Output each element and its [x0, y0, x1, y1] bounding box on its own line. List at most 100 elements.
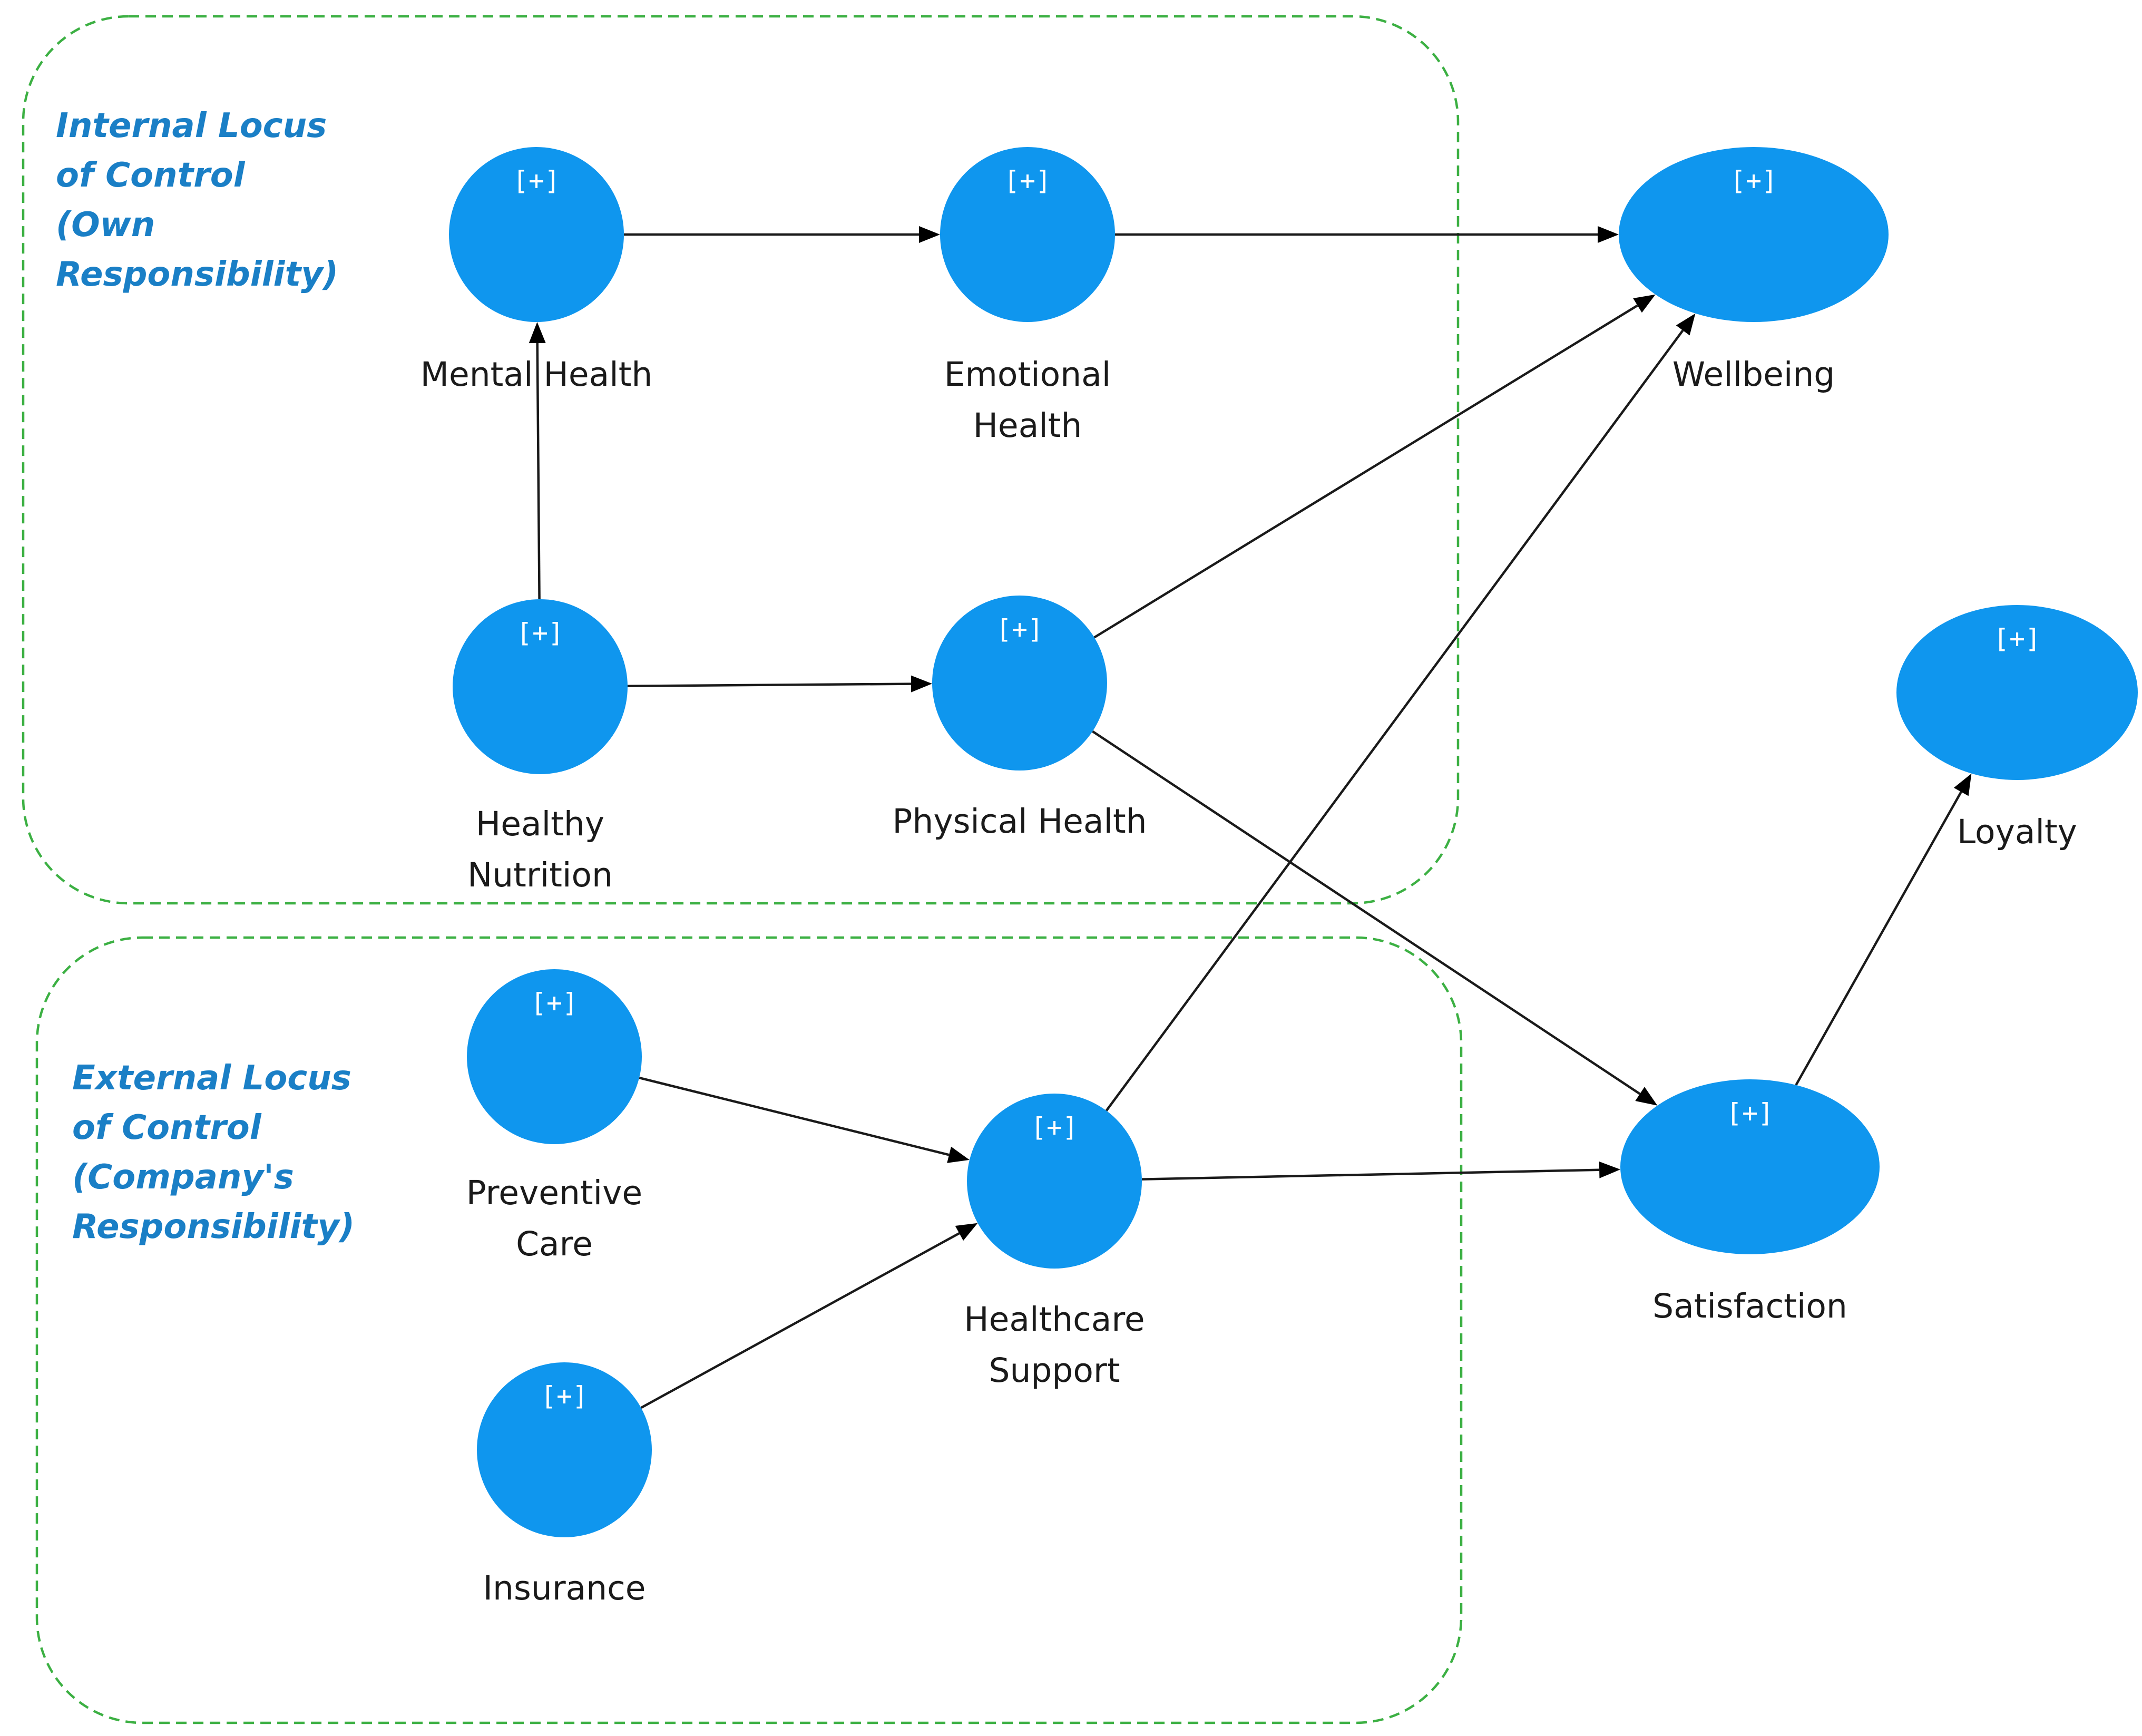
arrowhead-icon: [1635, 1087, 1658, 1106]
node-label-line: Healthcare: [964, 1300, 1145, 1339]
arrowhead-icon: [1633, 294, 1656, 313]
path-nutrition-to-physical[interactable]: [627, 675, 932, 693]
path-emotional-to-wellbeing[interactable]: [1115, 226, 1619, 243]
latent-variable-shape[interactable]: [1620, 1079, 1880, 1254]
expand-toggle-icon[interactable]: [+]: [1004, 165, 1051, 196]
latent-variable-shape[interactable]: [1619, 147, 1889, 322]
path-healthcare-to-satisfaction[interactable]: [1141, 1161, 1621, 1181]
path-physical-to-wellbeing[interactable]: [1093, 294, 1656, 639]
path-line[interactable]: [1092, 730, 1641, 1095]
latent-variable-shape[interactable]: [940, 147, 1115, 322]
region-external-border: [35, 936, 1463, 1724]
arrowhead-icon: [1598, 226, 1619, 243]
node-label: Mental Health: [420, 355, 653, 394]
latent-variable-shape[interactable]: [1896, 605, 2138, 780]
expand-toggle-icon[interactable]: [+]: [513, 165, 560, 196]
latent-variable-shape[interactable]: [477, 1362, 652, 1537]
node-satisfaction[interactable]: [+] Satisfaction: [1620, 1079, 1880, 1325]
expand-toggle-icon[interactable]: [+]: [996, 614, 1043, 645]
latent-variable-shape[interactable]: [932, 596, 1107, 771]
arrowhead-icon: [1953, 773, 1972, 796]
arrowhead-icon: [947, 1146, 970, 1163]
path-line[interactable]: [536, 343, 541, 600]
arrowhead-icon: [1676, 313, 1696, 336]
node-label: Physical Health: [892, 802, 1147, 841]
arrowhead-icon: [919, 226, 940, 243]
node-label: Satisfaction: [1652, 1287, 1847, 1325]
path-insurance-to-healthcare[interactable]: [640, 1223, 978, 1409]
arrowhead-icon: [529, 322, 546, 344]
node-label-line: Emotional: [944, 355, 1111, 394]
region-internal-border: [22, 15, 1460, 905]
region-title-line: (Own: [56, 206, 155, 245]
expand-toggle-icon[interactable]: [+]: [1993, 623, 2041, 654]
node-label-line: Loyalty: [1957, 813, 2077, 851]
node-label-line: Healthy: [476, 805, 604, 843]
path-preventive-to-healthcare[interactable]: [639, 1076, 970, 1163]
latent-variable-shape[interactable]: [449, 147, 624, 322]
expand-toggle-icon[interactable]: [+]: [516, 618, 564, 648]
node-label-line: Health: [973, 406, 1082, 445]
path-mental-to-emotional[interactable]: [624, 226, 940, 243]
node-insurance[interactable]: [+] Insurance: [477, 1362, 652, 1607]
latent-variable-shape[interactable]: [467, 969, 642, 1144]
node-label-line: Care: [516, 1225, 593, 1263]
expand-toggle-icon[interactable]: [+]: [531, 988, 578, 1018]
region-title-line: External Locus: [72, 1059, 351, 1098]
node-label: Wellbeing: [1672, 355, 1835, 394]
path-line[interactable]: [1141, 1168, 1600, 1181]
node-label: Loyalty: [1957, 813, 2077, 851]
region-title-line: of Control: [56, 156, 246, 195]
arrowhead-icon: [955, 1223, 978, 1241]
region-title-line: Internal Locus: [56, 106, 327, 145]
arrowhead-icon: [911, 675, 932, 693]
node-label-line: Physical Health: [892, 802, 1147, 841]
path-healthcare-to-wellbeing[interactable]: [1105, 313, 1696, 1111]
node-physical[interactable]: [+] Physical Health: [892, 596, 1147, 841]
region-title-line: of Control: [72, 1108, 262, 1147]
latent-variable-shape[interactable]: [453, 599, 628, 774]
path-line[interactable]: [1093, 304, 1638, 639]
arrowhead-icon: [1599, 1161, 1621, 1178]
latent-variable-shape[interactable]: [967, 1094, 1142, 1269]
node-mental[interactable]: [+] Mental Health: [420, 147, 653, 394]
edge-layer: [529, 226, 1972, 1409]
path-line[interactable]: [627, 682, 912, 687]
path-line[interactable]: [1105, 329, 1684, 1111]
expand-toggle-icon[interactable]: [+]: [1730, 165, 1777, 196]
node-loyalty[interactable]: [+] Loyalty: [1896, 605, 2138, 851]
region-title-line: Responsibility): [56, 255, 338, 294]
node-label-line: Nutrition: [467, 856, 613, 894]
node-label-line: Mental Health: [420, 355, 653, 394]
expand-toggle-icon[interactable]: [+]: [1031, 1112, 1078, 1143]
path-line[interactable]: [639, 1076, 950, 1156]
path-satisfaction-to-loyalty[interactable]: [1795, 773, 1972, 1086]
path-line[interactable]: [1795, 791, 1962, 1086]
node-label-line: Insurance: [483, 1569, 645, 1607]
node-wellbeing[interactable]: [+] Wellbeing: [1619, 147, 1889, 394]
node-label-line: Support: [989, 1351, 1120, 1390]
path-physical-to-satisfaction[interactable]: [1092, 730, 1658, 1106]
expand-toggle-icon[interactable]: [+]: [1726, 1098, 1774, 1128]
node-label-line: Satisfaction: [1652, 1287, 1847, 1325]
path-line[interactable]: [640, 1232, 960, 1409]
region-title-line: Responsibility): [72, 1207, 355, 1246]
node-label-line: Wellbeing: [1672, 355, 1835, 394]
expand-toggle-icon[interactable]: [+]: [541, 1381, 588, 1411]
path-nutrition-to-mental[interactable]: [529, 322, 546, 600]
